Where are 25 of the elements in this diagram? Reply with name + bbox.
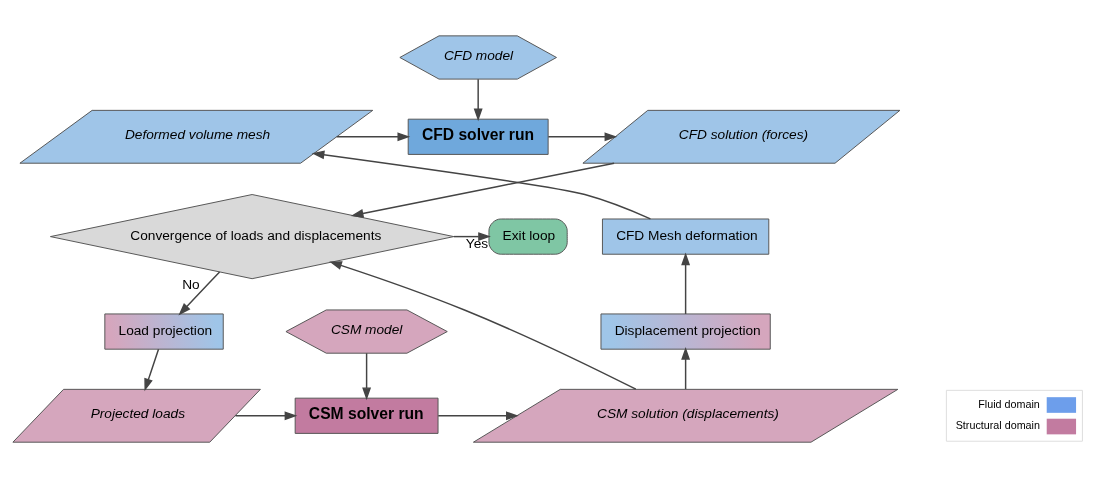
node-box: Displacement projection [600, 312, 771, 350]
node-box: CSM solver run [294, 397, 439, 434]
node-box: CFD Mesh deformation [601, 218, 770, 255]
legend-label: Fluid domain [978, 397, 1040, 410]
edge-label: No [182, 276, 200, 292]
edge-label: Yes [465, 235, 489, 251]
arrow [335, 131, 411, 141]
arrow [234, 410, 298, 420]
node-box: Exit loop [488, 218, 568, 255]
arrow [681, 346, 691, 390]
arrow [473, 77, 483, 121]
arrow [437, 410, 519, 420]
arrow [547, 131, 618, 141]
arrow [453, 231, 491, 241]
node-diamond: Convergence of loads and displacements [49, 193, 455, 279]
node-box: CFD solver run [407, 118, 549, 155]
arrow [350, 162, 615, 218]
arrow [144, 347, 160, 391]
arrow [329, 260, 637, 390]
arrow [178, 270, 221, 315]
arrow [681, 251, 691, 315]
arrow [362, 352, 372, 400]
legend-label: Structural domain [955, 418, 1040, 431]
arrow [311, 149, 652, 220]
node-box: Load projection [104, 312, 224, 350]
